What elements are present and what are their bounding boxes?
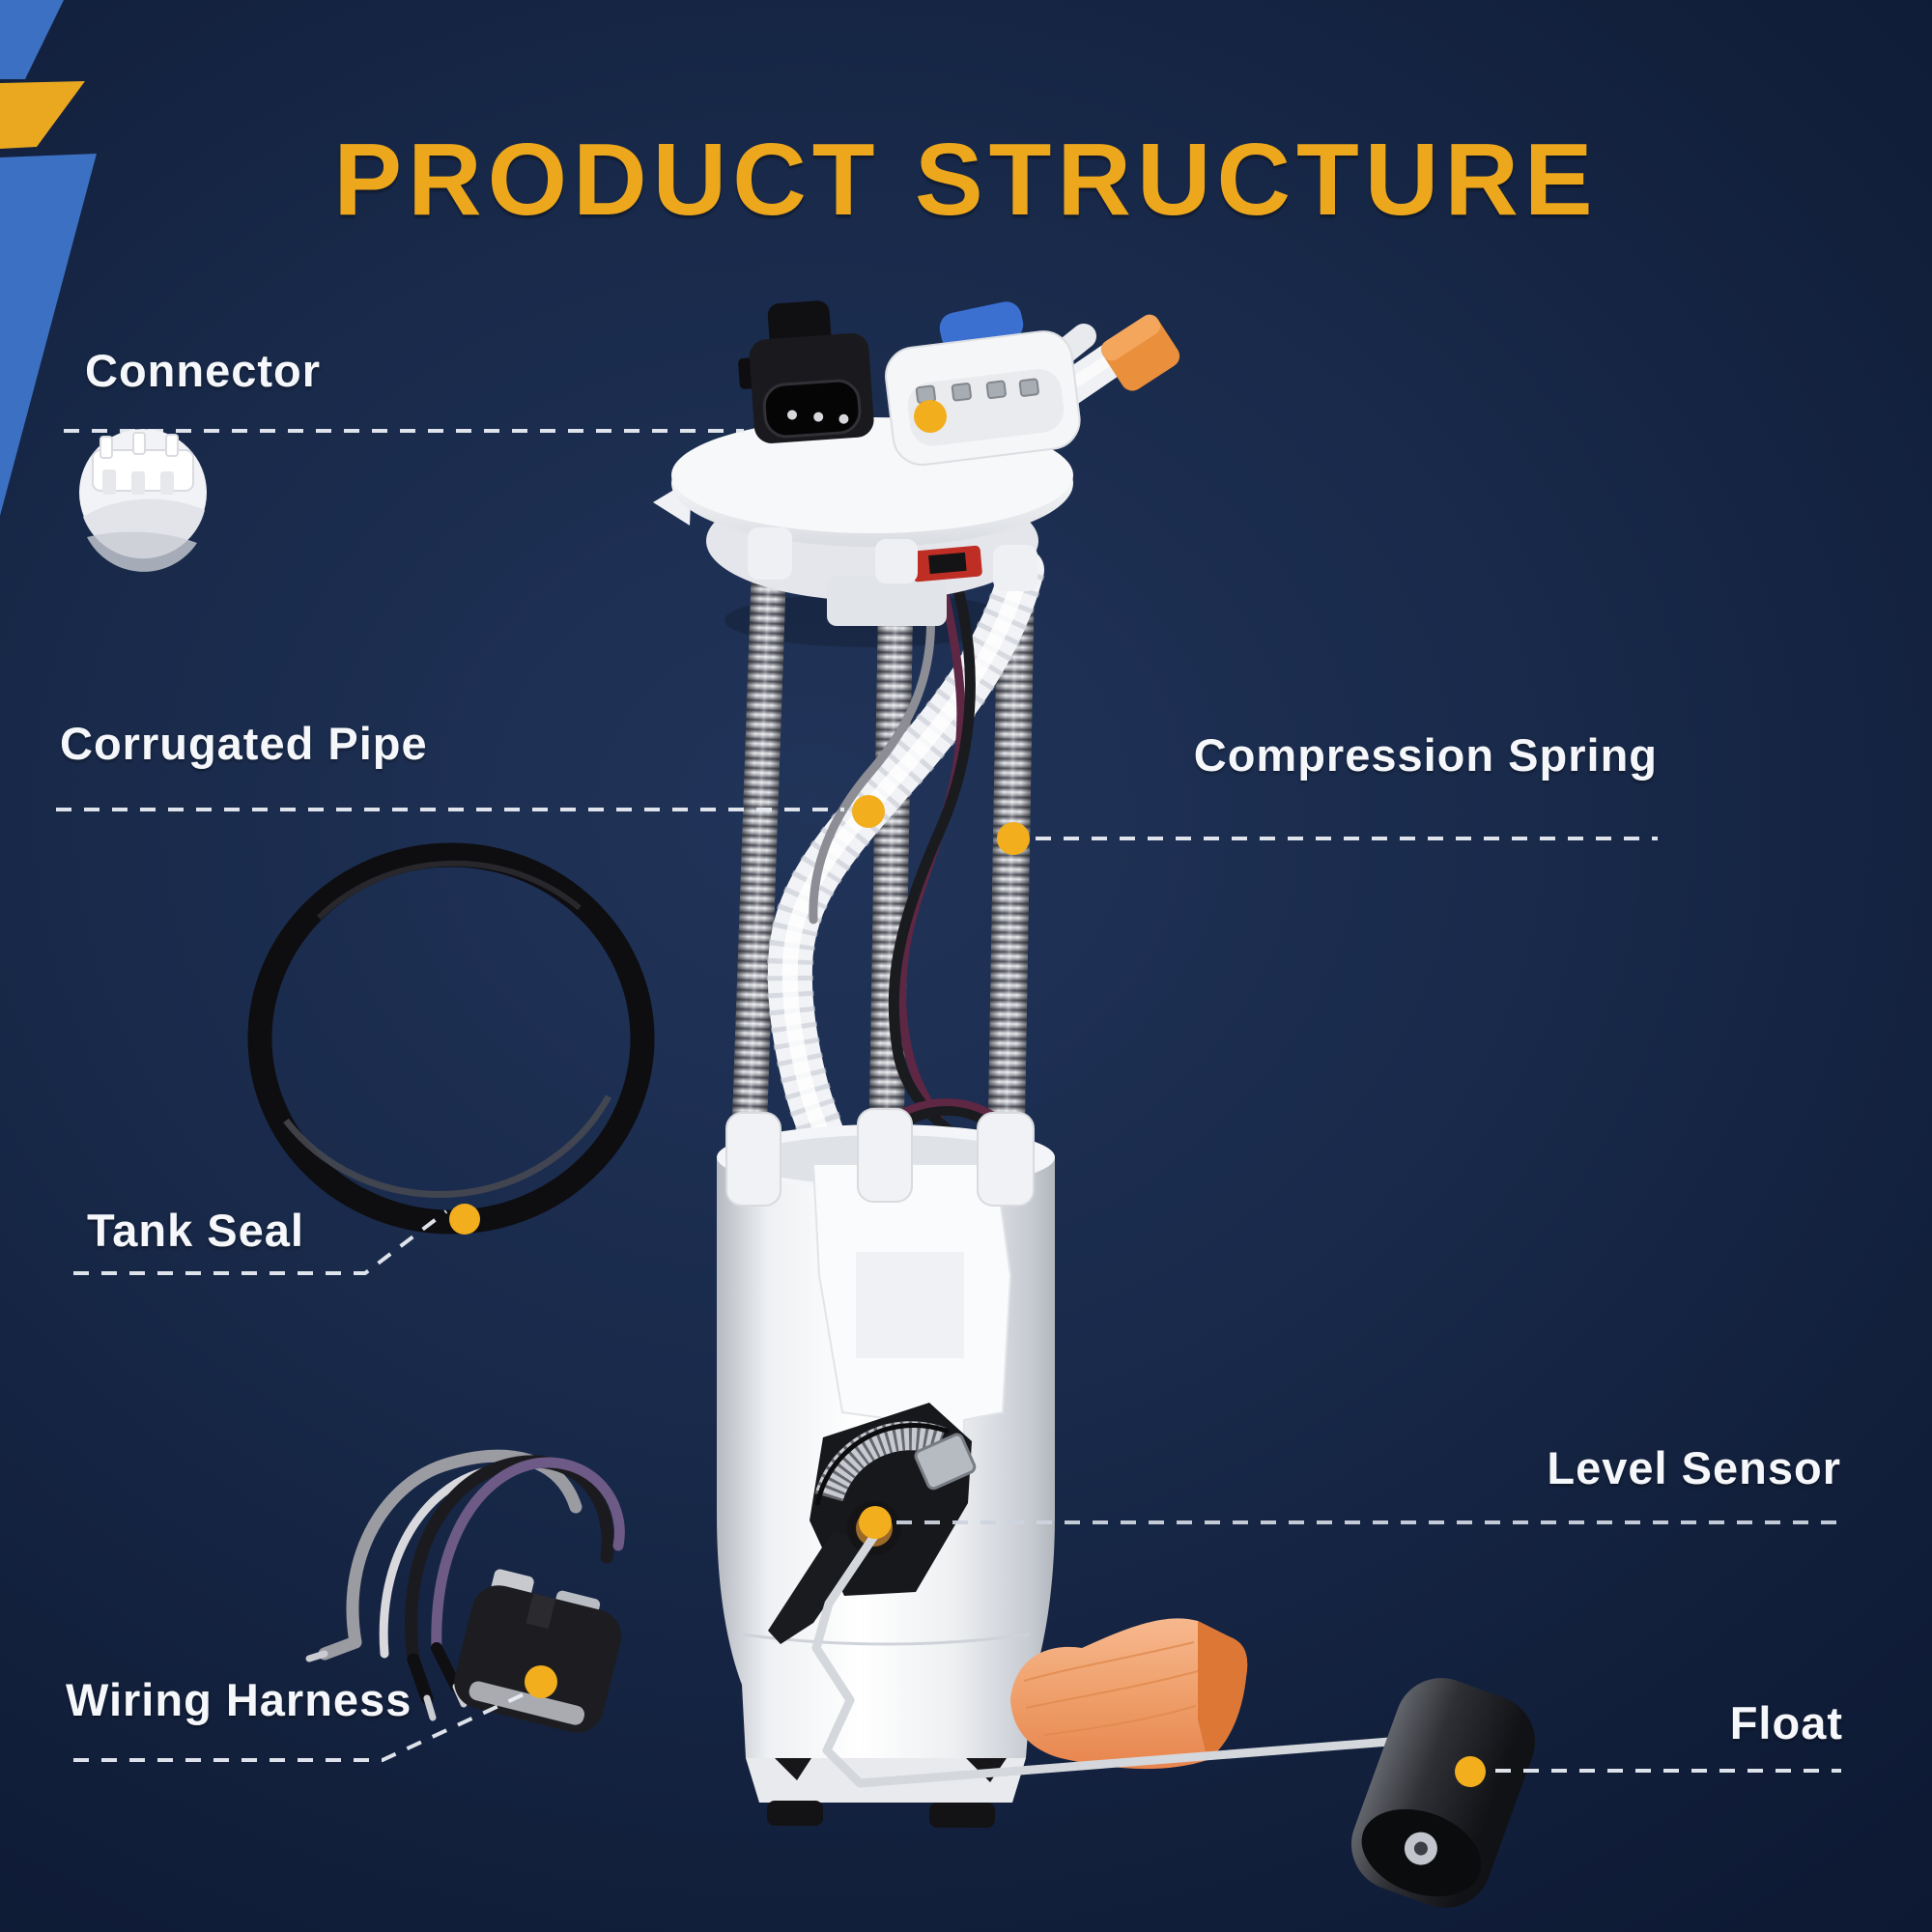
tank-seal-oring bbox=[247, 842, 655, 1235]
stripe-blue-small bbox=[0, 0, 64, 79]
callout-label-wiring-harness: Wiring Harness bbox=[66, 1674, 412, 1725]
callout-label-corrugated-pipe: Corrugated Pipe bbox=[60, 718, 428, 769]
compression-spring-left bbox=[728, 536, 788, 1230]
float bbox=[1350, 1678, 1536, 1908]
leader-lines bbox=[56, 429, 1845, 1773]
callout-label-connector: Connector bbox=[85, 345, 321, 396]
harness-connector bbox=[454, 1569, 622, 1733]
stripe-blue-large bbox=[0, 154, 97, 516]
dot-level-sensor bbox=[859, 1506, 892, 1539]
callout-label-compression-spring: Compression Spring bbox=[1193, 729, 1658, 781]
compression-spring-right bbox=[985, 561, 1036, 1236]
leader-tank-seal bbox=[73, 1209, 448, 1275]
dot-connector bbox=[914, 400, 947, 433]
dot-corrugated-pipe bbox=[852, 795, 885, 828]
callout-label-tank-seal: Tank Seal bbox=[87, 1205, 304, 1256]
dot-compression-spring bbox=[997, 822, 1030, 855]
fuel-strainer bbox=[1010, 1618, 1248, 1770]
connector-white-4pin bbox=[885, 330, 1081, 467]
callout-dots bbox=[449, 400, 1486, 1787]
callout-label-float: Float bbox=[1729, 1697, 1843, 1748]
port-cap-orange bbox=[1100, 314, 1180, 391]
dot-tank-seal bbox=[449, 1204, 480, 1235]
dot-float bbox=[1455, 1756, 1486, 1787]
dot-wiring-harness bbox=[525, 1665, 557, 1698]
leader-wiring-harness bbox=[73, 1692, 525, 1762]
connector-black-3pin bbox=[738, 300, 874, 443]
corner-stripes bbox=[0, 0, 97, 516]
level-sensor bbox=[768, 1403, 977, 1644]
callout-label-level-sensor: Level Sensor bbox=[1547, 1442, 1841, 1493]
connector-inset bbox=[79, 429, 207, 572]
page-title: PRODUCT STRUCTURE bbox=[333, 123, 1599, 237]
spring-bosses bbox=[748, 527, 1037, 591]
float-rod bbox=[811, 1531, 1394, 1788]
wiring-harness bbox=[305, 1449, 625, 1733]
stripe-yellow bbox=[0, 81, 85, 149]
